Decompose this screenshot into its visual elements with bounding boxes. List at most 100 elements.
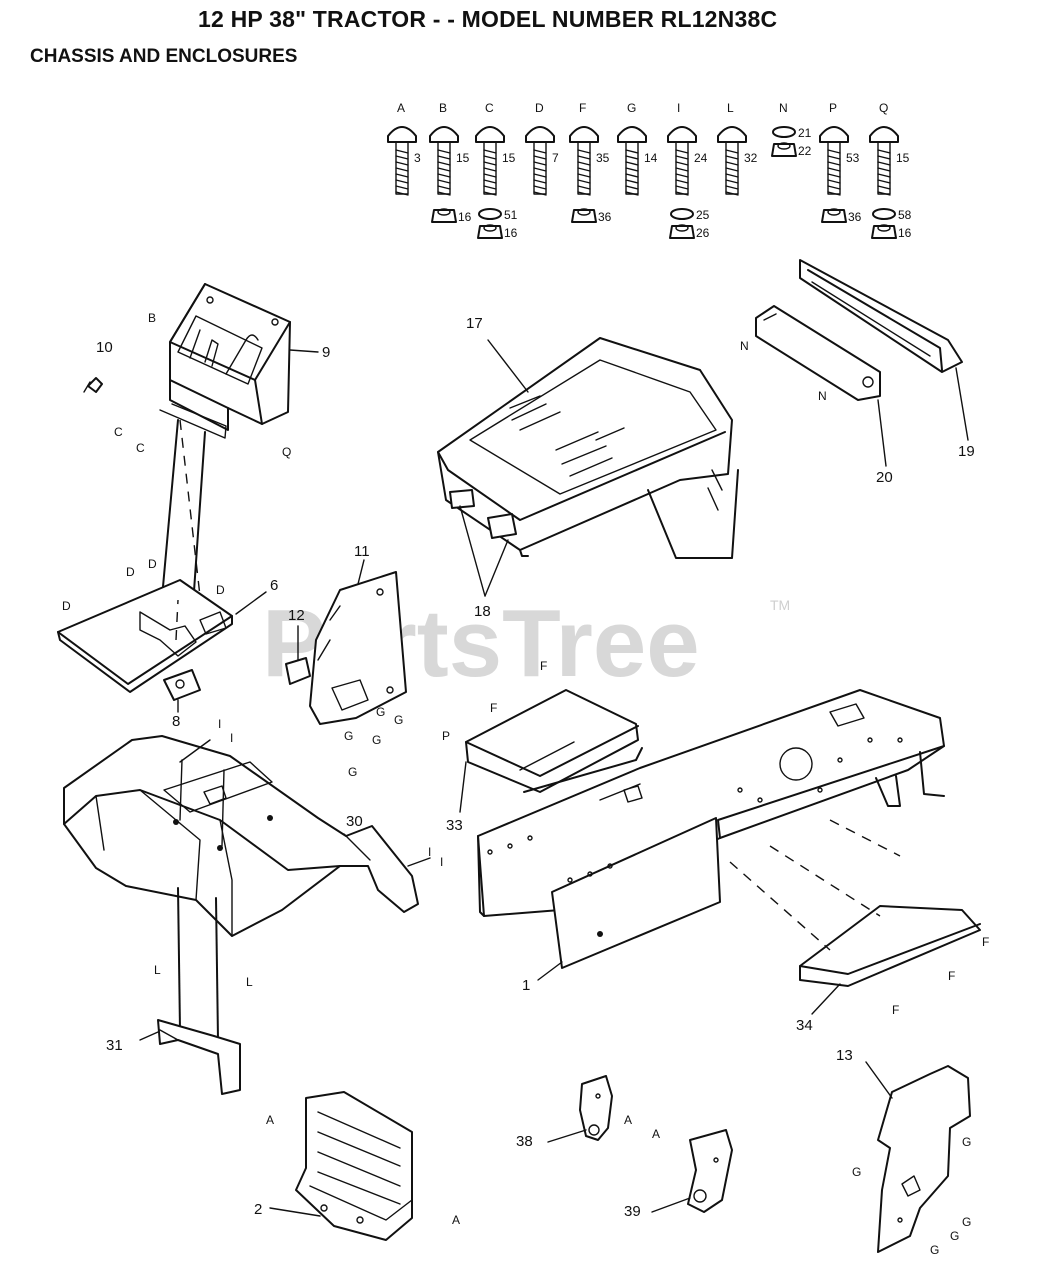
fastener-references: B C C Q D D D D N N G G G G G F F P I I … bbox=[62, 311, 989, 1257]
nut-part-number: 36 bbox=[848, 210, 862, 224]
callout-30[interactable]: 30 bbox=[346, 813, 363, 830]
part-18-bumpers[interactable] bbox=[449, 489, 517, 539]
hardware-g[interactable]: G 14 bbox=[617, 101, 658, 196]
callout-1[interactable]: 1 bbox=[522, 977, 530, 994]
ref-I: I bbox=[218, 717, 221, 731]
part-13-side-panel[interactable] bbox=[877, 1065, 971, 1253]
part-33-footrest[interactable] bbox=[465, 689, 643, 793]
hardware-letter: Q bbox=[879, 101, 888, 115]
part-31-seat-support[interactable] bbox=[157, 887, 241, 1095]
page-title: 12 HP 38" TRACTOR - - MODEL NUMBER RL12N… bbox=[198, 6, 778, 32]
leader-lines bbox=[139, 339, 969, 1217]
washer-icon bbox=[872, 208, 896, 220]
nut-icon bbox=[771, 143, 797, 157]
bolt-part-number: 15 bbox=[896, 151, 910, 165]
callout-33[interactable]: 33 bbox=[446, 817, 463, 834]
ref-F: F bbox=[540, 659, 547, 673]
hardware-letter: C bbox=[485, 101, 494, 115]
callout-34[interactable]: 34 bbox=[796, 1017, 813, 1034]
ref-I: I bbox=[230, 731, 233, 745]
hardware-letter: L bbox=[727, 101, 734, 115]
bolt-head-icon bbox=[717, 126, 747, 143]
washer-icon bbox=[478, 208, 502, 220]
callout-17[interactable]: 17 bbox=[466, 315, 483, 332]
part-20-bracket[interactable] bbox=[755, 305, 881, 401]
bolt-part-number: 15 bbox=[456, 151, 470, 165]
part-34-footrest[interactable] bbox=[799, 905, 981, 987]
ref-A: A bbox=[624, 1113, 632, 1127]
part-17-hood[interactable] bbox=[437, 337, 739, 559]
washer-part-number: 21 bbox=[798, 126, 812, 140]
bolt-part-number: 53 bbox=[846, 151, 860, 165]
hardware-c[interactable]: C 15 51 16 bbox=[475, 101, 518, 240]
ref-N: N bbox=[818, 389, 827, 403]
bolt-part-number: 14 bbox=[644, 151, 658, 165]
callout-9[interactable]: 9 bbox=[322, 344, 330, 361]
ref-A: A bbox=[266, 1113, 274, 1127]
part-8-bracket[interactable] bbox=[163, 669, 201, 701]
bolt-part-number: 35 bbox=[596, 151, 610, 165]
callout-12[interactable]: 12 bbox=[288, 607, 305, 624]
part-1-chassis-frame[interactable] bbox=[477, 689, 945, 969]
callout-13[interactable]: 13 bbox=[836, 1047, 853, 1064]
part-10-clip[interactable] bbox=[83, 377, 103, 393]
ref-Q: Q bbox=[282, 445, 291, 459]
nut-part-number: 16 bbox=[504, 226, 518, 240]
callout-6[interactable]: 6 bbox=[270, 577, 278, 594]
callout-11[interactable]: 11 bbox=[354, 543, 370, 560]
ref-G: G bbox=[376, 705, 385, 719]
part-38-bracket[interactable] bbox=[579, 1075, 613, 1141]
callout-20[interactable]: 20 bbox=[876, 469, 893, 486]
ref-F: F bbox=[948, 969, 955, 983]
ref-G: G bbox=[930, 1243, 939, 1257]
part-9-dash-panel[interactable] bbox=[169, 283, 291, 431]
nut-part-number: 36 bbox=[598, 210, 612, 224]
part-12-plate[interactable] bbox=[285, 657, 311, 685]
callout-31[interactable]: 31 bbox=[106, 1037, 123, 1054]
callout-38[interactable]: 38 bbox=[516, 1133, 533, 1150]
ref-N: N bbox=[740, 339, 749, 353]
hardware-letter: G bbox=[627, 101, 636, 115]
ref-F: F bbox=[490, 701, 497, 715]
washer-part-number: 51 bbox=[504, 208, 518, 222]
ref-L: L bbox=[154, 963, 161, 977]
ref-G: G bbox=[394, 713, 403, 727]
ref-G: G bbox=[962, 1215, 971, 1229]
bolt-head-icon bbox=[429, 126, 459, 143]
bolt-part-number: 3 bbox=[414, 151, 421, 165]
callout-2[interactable]: 2 bbox=[254, 1201, 262, 1218]
nut-part-number: 26 bbox=[696, 226, 710, 240]
hardware-d[interactable]: D7 bbox=[525, 101, 559, 196]
bolt-head-icon bbox=[667, 126, 697, 143]
bolt-head-icon bbox=[387, 126, 417, 143]
part-11-side-panel[interactable] bbox=[309, 571, 407, 725]
nut-icon bbox=[431, 209, 457, 223]
part-19-rear-bar[interactable] bbox=[799, 259, 963, 373]
callout-10[interactable]: 10 bbox=[96, 339, 113, 356]
hardware-l[interactable]: L32 bbox=[717, 101, 758, 196]
bolt-part-number: 15 bbox=[502, 151, 516, 165]
part-6-floor-plate[interactable] bbox=[57, 579, 233, 693]
ref-F: F bbox=[982, 935, 989, 949]
ref-P: P bbox=[442, 729, 450, 743]
part-30-fender[interactable] bbox=[63, 735, 431, 937]
hardware-a[interactable]: A3 bbox=[387, 101, 421, 196]
callout-19[interactable]: 19 bbox=[958, 443, 975, 460]
callout-39[interactable]: 39 bbox=[624, 1203, 641, 1220]
ref-A: A bbox=[452, 1213, 460, 1227]
part-2-front-panel[interactable] bbox=[295, 1091, 413, 1241]
hardware-letter: A bbox=[397, 101, 405, 115]
ref-B: B bbox=[148, 311, 156, 325]
callout-8[interactable]: 8 bbox=[172, 713, 180, 730]
part-39-bracket[interactable] bbox=[687, 1129, 733, 1213]
ref-D: D bbox=[126, 565, 135, 579]
callout-18[interactable]: 18 bbox=[474, 603, 491, 620]
